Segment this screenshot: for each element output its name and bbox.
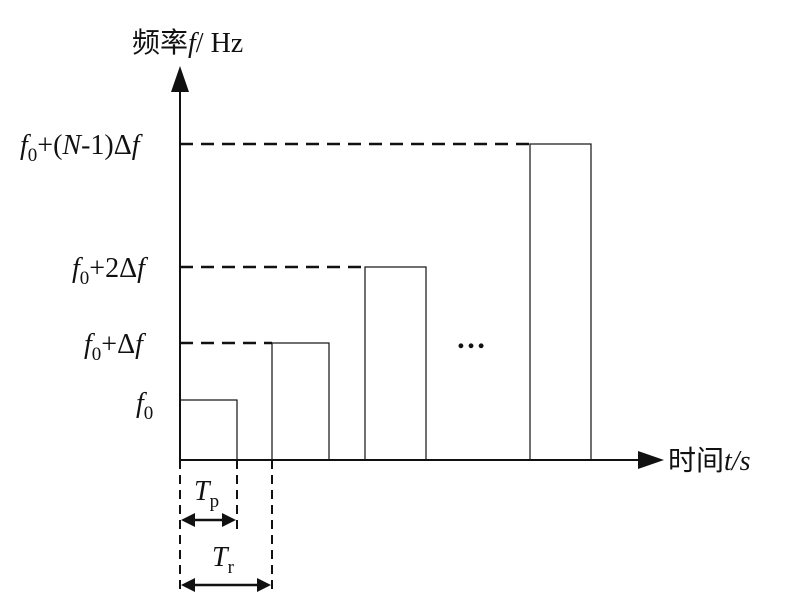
y-axis-title-unit: / Hz <box>196 28 243 59</box>
ellipsis: … <box>456 322 486 355</box>
level-label-f0-plus-df: f0+Δf <box>84 329 146 365</box>
level-3-sub: 0 <box>28 145 38 166</box>
level-3-var: f <box>132 130 143 161</box>
level-f0-base: f <box>136 388 147 419</box>
tp-base: T <box>194 476 212 507</box>
level-1-sub: 0 <box>92 344 102 365</box>
tp-sub: p <box>210 491 220 512</box>
level-1-base: f <box>84 329 95 360</box>
level-3-rest: +( <box>37 130 62 161</box>
tp-label: Tp <box>194 476 219 512</box>
pulse-3 <box>364 266 427 461</box>
pulse-2 <box>271 342 330 461</box>
pulse-1 <box>179 399 238 461</box>
level-3-n: N <box>61 130 82 161</box>
y-axis-arrowhead <box>171 66 189 92</box>
x-axis-title-cn: 时间 <box>668 445 724 477</box>
tr-sub: r <box>228 557 235 578</box>
pulse-n <box>529 143 592 461</box>
level-2-base: f <box>72 253 83 284</box>
tp-arrowhead-left <box>181 513 195 527</box>
y-axis-title-cn: 频率 <box>132 27 188 59</box>
y-axis-title-var: f <box>188 28 199 59</box>
x-axis-arrowhead <box>638 451 664 469</box>
level-label-f0-plus-n-1-df: f0+(N-1)Δf <box>20 130 143 166</box>
level-3-rest2: -1)Δ <box>81 130 132 161</box>
level-f0-sub: 0 <box>144 403 154 424</box>
level-label-f0: f0 <box>136 388 153 424</box>
tr-label: Tr <box>212 542 235 578</box>
x-axis-title-var: t/s <box>724 446 751 477</box>
x-axis-title: 时间t/s <box>668 445 751 477</box>
level-2-var: f <box>137 253 148 284</box>
level-2-sub: 0 <box>80 268 90 289</box>
level-label-f0-plus-2df: f0+2Δf <box>72 253 148 289</box>
tr-arrowhead-right <box>257 578 271 592</box>
tr-arrowhead-left <box>181 578 195 592</box>
y-axis-title: 频率f/ Hz <box>132 27 243 59</box>
tp-arrowhead-right <box>222 513 236 527</box>
level-1-var: f <box>135 329 146 360</box>
level-3-base: f <box>20 130 31 161</box>
level-2-rest: +2Δ <box>89 253 137 284</box>
level-1-rest: +Δ <box>101 329 135 360</box>
tr-base: T <box>212 542 230 573</box>
